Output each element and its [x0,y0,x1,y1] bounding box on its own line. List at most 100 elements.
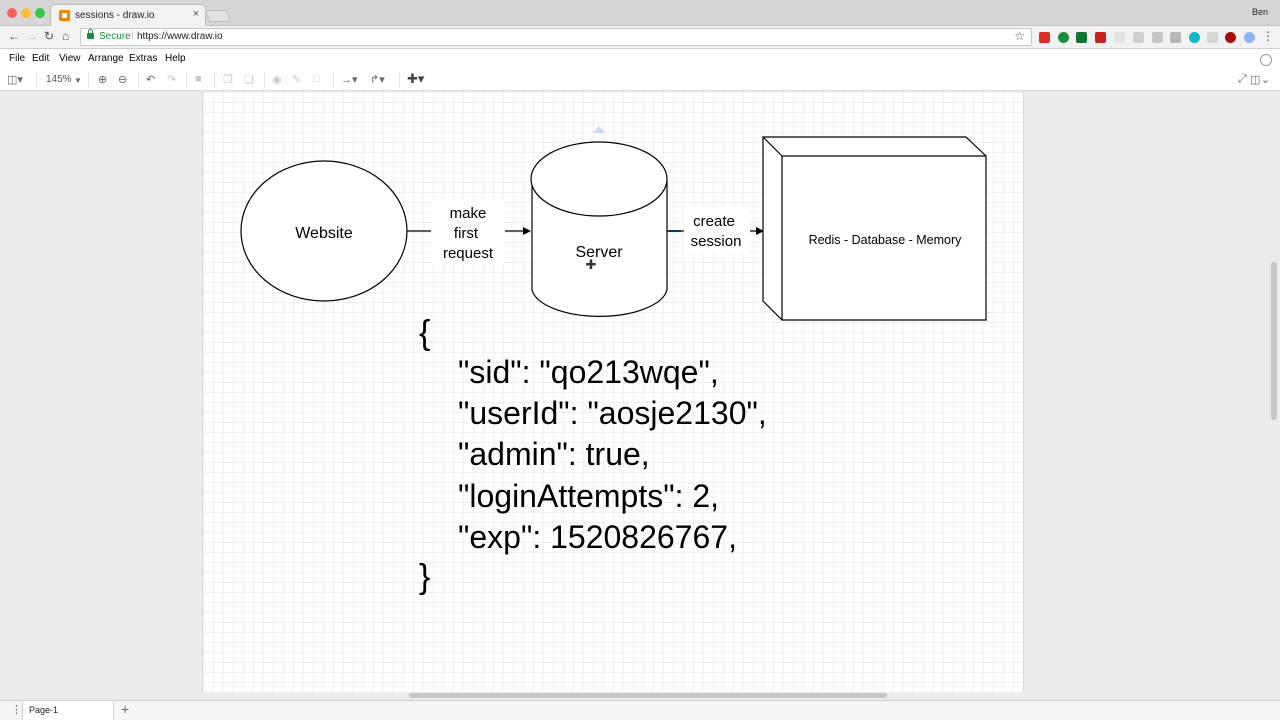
menu-extras[interactable]: Extras [129,53,158,64]
menu-view[interactable]: View [59,53,81,64]
menu-file[interactable]: File [9,53,26,64]
profile-name[interactable]: Ben [1251,7,1268,17]
server-top [530,141,668,217]
to-back-icon[interactable]: ❏ [244,74,254,86]
cube-edge [762,136,783,157]
toolbar-separator [88,73,89,87]
toolbar-separator [186,73,187,87]
edge2-label-line: create [693,213,735,230]
canvas-area[interactable]: Website make first request Server ✚ crea… [0,92,1280,700]
json-open-brace: { [419,314,431,352]
toolbar-separator [399,73,400,87]
extension-icon[interactable] [1244,32,1255,43]
browser-tabbar: sessions - draw.io × Ben [0,0,1280,26]
edge1-label-line: make [450,205,487,222]
menu-arrange[interactable]: Arrange [88,53,124,64]
close-tab-icon[interactable]: × [192,8,199,20]
edge-label-bg [431,200,505,264]
close-window-button[interactable] [7,8,17,18]
horizontal-scrollbar[interactable] [409,693,887,698]
collapse-icon[interactable]: ⌄ [1261,74,1271,86]
shadow-icon[interactable]: □ [313,73,320,85]
server-label: Server [575,244,623,261]
diagram-svg: Website make first request Server ✚ crea… [240,126,987,321]
extension-icon[interactable] [1058,32,1069,43]
toolbar-separator [264,73,265,87]
rotate-handle-icon[interactable] [593,126,605,133]
lock-icon [87,29,94,39]
json-line-loginattempts: "loginAttempts": 2, [458,478,720,514]
page-tab-label: Page-1 [29,705,59,715]
back-icon[interactable]: ← [8,29,20,43]
json-line-exp: "exp": 1520826767, [458,519,737,555]
extension-icon[interactable] [1076,32,1087,43]
plus-icon[interactable]: ✚▾ [407,71,425,86]
diagram-page[interactable]: Website make first request Server ✚ crea… [202,92,1024,692]
toolbar-separator [36,73,37,87]
toolbar-separator [214,73,215,87]
to-front-icon[interactable]: ❐ [223,74,233,86]
extension-icon[interactable] [1170,32,1181,43]
server-node[interactable] [531,179,668,317]
extension-icon[interactable] [1114,32,1125,43]
edge1-label-line: request [443,245,494,262]
redo-icon[interactable]: ↷ [167,74,177,86]
website-label: Website [295,225,353,242]
waypoints-icon[interactable]: ↱▾ [370,74,385,86]
page-tab[interactable]: Page-1 [22,701,114,720]
delete-icon[interactable]: ■ [195,73,202,85]
json-line-admin: "admin": true, [458,436,650,472]
extension-icon[interactable] [1225,32,1236,43]
browser-menu-icon[interactable]: ⋮ [1262,29,1274,43]
url-separator: | [131,30,134,41]
line-color-icon[interactable]: ✎ [292,74,302,86]
add-page-icon[interactable]: + [121,701,130,717]
edge1-label-line: first [454,225,479,242]
menu-edit[interactable]: Edit [32,53,50,64]
toolbar-separator [138,73,139,87]
fullscreen-icon[interactable]: ⤢ [1238,73,1247,85]
extension-icon[interactable] [1133,32,1144,43]
maximize-window-button[interactable] [35,8,45,18]
zoom-out-icon[interactable]: ⊖ [118,74,128,86]
connection-icon[interactable]: →▾ [341,74,358,86]
browser-tab[interactable]: sessions - draw.io × [50,4,206,26]
tab-title: sessions - draw.io [75,10,155,21]
forward-icon[interactable]: → [26,29,38,43]
url-bar[interactable]: Secure | https://www.draw.io ☆ [80,28,1032,46]
home-icon[interactable]: ⌂ [62,29,70,43]
address-toolbar: ← → ↻ ⌂ Secure | https://www.draw.io ☆ ⋮ [0,26,1280,49]
reload-icon[interactable]: ↻ [44,29,55,43]
edge-label-bg [684,207,750,253]
format-panel-icon[interactable]: ◫▾ [7,74,23,86]
toolbar: ◫▾ 145% ▼ ⊕ ⊖ ↶ ↷ ■ ❐ ❏ ◉ ✎ □ →▾ ↱▾ ✚▾ ⤢… [0,69,1280,91]
star-icon[interactable]: ☆ [1014,29,1025,43]
move-cursor-icon: ✚ [586,257,597,272]
format-toggle-icon[interactable]: ◫ [1250,74,1261,86]
json-line-sid: "sid": "qo213wqe", [458,354,719,390]
menu-help[interactable]: Help [165,53,186,64]
zoom-level[interactable]: 145% [46,74,72,85]
vertical-scrollbar[interactable] [1271,262,1277,420]
secure-label: Secure [99,31,131,42]
drawio-favicon-icon [59,10,70,21]
undo-icon[interactable]: ↶ [146,74,156,86]
arrowhead-icon [523,227,531,235]
json-line-userid: "userId": "aosje2130", [458,395,767,431]
pages-menu-icon[interactable]: ⋮ [11,704,22,716]
zoom-in-icon[interactable]: ⊕ [98,74,108,86]
redis-node[interactable] [762,136,987,321]
extension-icon[interactable] [1039,32,1050,43]
globe-icon[interactable] [1260,54,1272,66]
chevron-down-icon[interactable]: ▼ [74,76,82,85]
fill-color-icon[interactable]: ◉ [272,74,282,86]
toolbar-separator [333,73,334,87]
arrowhead-icon [756,227,764,235]
url-text[interactable]: https://www.draw.io [137,31,223,42]
extension-icon[interactable] [1152,32,1163,43]
new-tab-button[interactable] [204,10,232,22]
minimize-window-button[interactable] [21,8,31,18]
extension-icon[interactable] [1095,32,1106,43]
extension-icon[interactable] [1207,32,1218,43]
extension-icon[interactable] [1189,32,1200,43]
